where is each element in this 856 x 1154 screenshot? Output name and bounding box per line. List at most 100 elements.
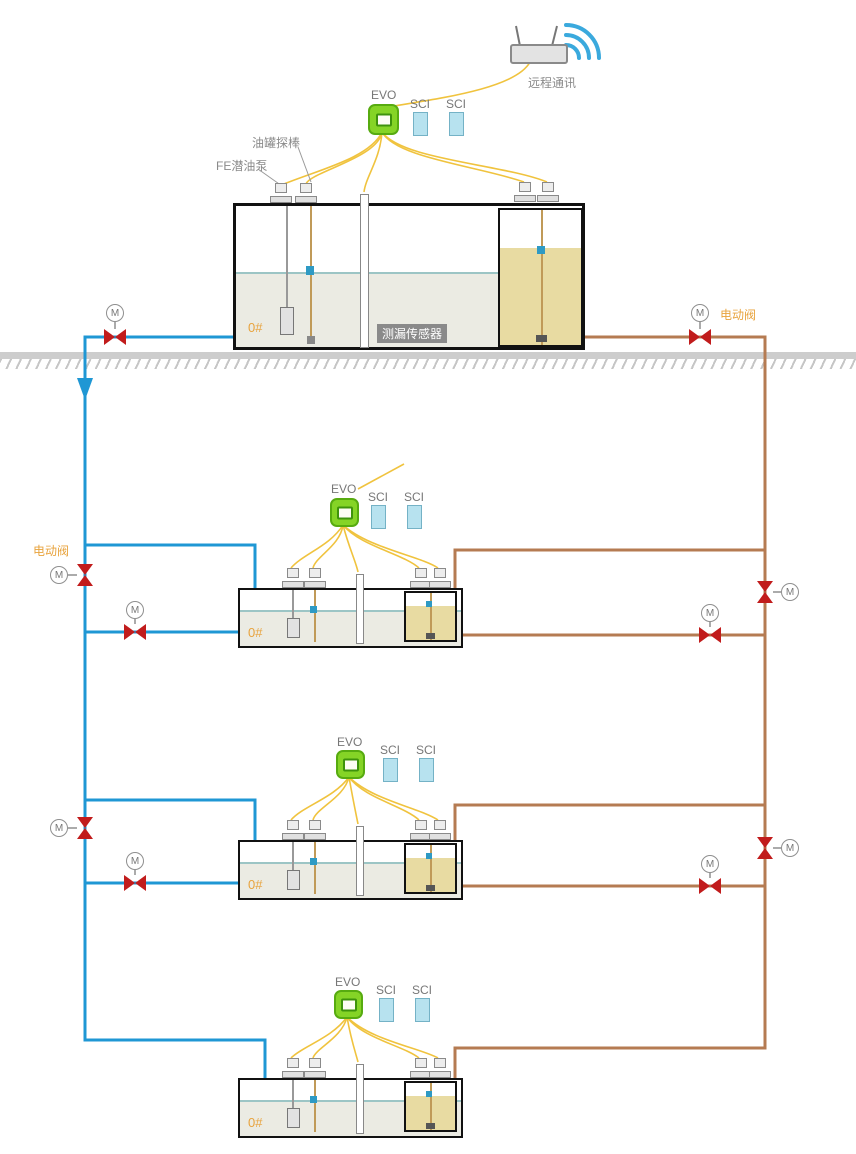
flange-base-icon <box>429 581 451 588</box>
tank-number-g2: 0# <box>248 877 263 892</box>
wire-g1-5 <box>342 524 439 569</box>
wire-g3-5 <box>346 1016 439 1059</box>
electric-valve-label-top: 电动阀 <box>720 308 757 322</box>
evo-screen-icon <box>340 998 357 1011</box>
tank-probe-rod <box>310 206 312 344</box>
flange-cap-icon <box>415 1058 427 1068</box>
brown-pipe-g1-top <box>453 548 765 588</box>
flange-probe <box>295 183 317 203</box>
blue-pipe-g1-fill <box>85 543 257 588</box>
main-tank-compartment <box>498 208 583 347</box>
wifi-arc-3 <box>564 23 601 60</box>
flange-cap-icon <box>434 568 446 578</box>
submersible-pump <box>287 1108 300 1128</box>
sci-module-g1-2 <box>407 505 422 529</box>
valve-g2-left-main <box>77 817 93 839</box>
flange-cap-icon <box>415 568 427 578</box>
submersible-pump <box>287 618 300 638</box>
flange-cap-icon <box>300 183 312 193</box>
flange-comp-g3-2 <box>429 1058 451 1078</box>
tank-number-g3: 0# <box>248 1115 263 1130</box>
motor-g1-left-main: M <box>50 566 68 584</box>
flange-cap-icon <box>415 820 427 830</box>
sci-module-top-1 <box>413 112 428 136</box>
blue-pipe-main <box>83 335 267 1078</box>
main-tank-number: 0# <box>248 320 263 335</box>
valve-g2-right-main <box>757 837 773 859</box>
wire-g1-uplink <box>357 463 405 490</box>
sci-module-g3-1 <box>379 998 394 1022</box>
wire-g2-1 <box>290 776 350 821</box>
wifi-arc-2 <box>564 33 591 60</box>
wire-g3-2 <box>312 1016 348 1059</box>
flange-base-icon <box>537 195 559 202</box>
compartment-probe <box>430 593 432 640</box>
router-antenna-left <box>515 25 521 47</box>
flange-probe-g2 <box>304 820 326 840</box>
flange-pump-g1 <box>282 568 304 588</box>
flange-base-icon <box>282 833 304 840</box>
flange-base-icon <box>304 833 326 840</box>
motor-g1-right-branch: M <box>701 604 719 622</box>
sci-label-g1-2: SCI <box>404 490 425 504</box>
evo-controller-g3 <box>334 990 363 1019</box>
tank-probe-rod <box>314 1080 316 1132</box>
flange-cap-icon <box>287 568 299 578</box>
flange-base-icon <box>304 1071 326 1078</box>
motor-top-left: M <box>106 304 124 322</box>
flange-base-icon <box>282 581 304 588</box>
brown-pipe-g2-top <box>453 803 765 840</box>
tank-g3: 0# <box>238 1064 463 1138</box>
pump-column <box>292 590 294 634</box>
evo-label-g3: EVO <box>335 975 361 989</box>
evo-controller-top <box>368 104 399 135</box>
sci-module-g2-1 <box>383 758 398 782</box>
flange-base-icon <box>295 196 317 203</box>
sci-label-g3-2: SCI <box>412 983 433 997</box>
blue-pipe-g2-fill <box>85 798 257 840</box>
sci-module-g2-2 <box>419 758 434 782</box>
sci-label-top-1: SCI <box>410 97 431 111</box>
valve-g2-right-branch <box>699 878 721 894</box>
valve-g2-left-branch <box>124 875 146 891</box>
flange-cap-icon <box>542 182 554 192</box>
flange-comp-2 <box>537 182 559 202</box>
valve-top-right <box>689 329 711 345</box>
wire-evo-top-1 <box>283 131 383 185</box>
compartment-probe-weight <box>426 1123 435 1129</box>
electric-valve-label-g1: 电动阀 <box>33 544 70 558</box>
tank-probe-rod <box>314 842 316 894</box>
valve-g1-left-branch <box>124 624 146 640</box>
flange-pump-g2 <box>282 820 304 840</box>
flange-pump <box>270 183 292 203</box>
flange-base-icon <box>514 195 536 202</box>
evo-label-top: EVO <box>371 88 397 102</box>
fe-pump-label: FE潜油泵 <box>216 159 268 173</box>
sci-label-g3-1: SCI <box>376 983 397 997</box>
flange-cap-icon <box>287 1058 299 1068</box>
compartment-sensor <box>426 601 432 607</box>
router <box>510 44 568 64</box>
probe-float-sensor <box>306 266 314 275</box>
probe-tip <box>307 336 315 344</box>
motor-g1-right-main: M <box>781 583 799 601</box>
tank-compartment <box>404 843 457 894</box>
valve-g1-right-branch <box>699 627 721 643</box>
pump-column <box>286 206 288 334</box>
wire-g1-2 <box>312 524 344 569</box>
wire-g2-4 <box>348 776 420 821</box>
tank-g1: 0# <box>238 574 463 648</box>
leak-sensor-label: 测漏传感器 <box>377 324 448 343</box>
wire-evo-top-5 <box>381 131 548 183</box>
router-antenna-right <box>551 25 558 47</box>
motor-g2-left-branch: M <box>126 852 144 870</box>
pump-column <box>292 842 294 886</box>
wire-g3-3 <box>346 1016 359 1063</box>
wire-evo-top-3 <box>363 131 383 193</box>
sci-label-g2-1: SCI <box>380 743 401 757</box>
flange-cap-icon <box>309 568 321 578</box>
flange-probe-g1 <box>304 568 326 588</box>
wire-g2-2 <box>312 776 350 821</box>
compartment-sensor <box>426 1091 432 1097</box>
evo-controller-g2 <box>336 750 365 779</box>
